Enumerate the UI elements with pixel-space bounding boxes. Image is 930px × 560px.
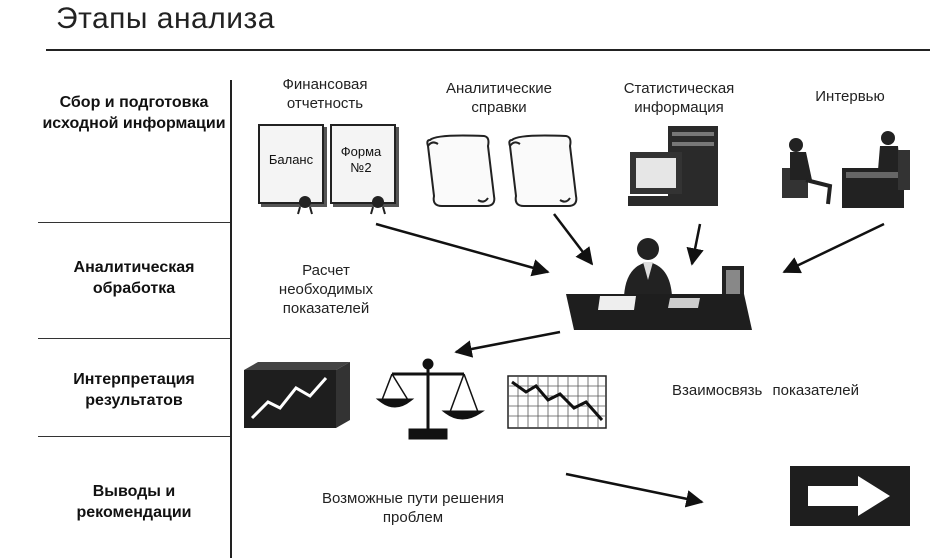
arrow-analyst-to-interpretation — [454, 330, 561, 358]
scroll-icon — [508, 134, 578, 207]
form2-document — [330, 124, 396, 204]
arrow-to-recommendations — [565, 472, 704, 508]
solution-paths-label: Возможные пути решения проблем — [321, 490, 505, 526]
stage-divider — [38, 436, 230, 437]
form2-seal-icon — [370, 196, 386, 215]
source-statistical-label: Статистическая информация — [623, 80, 735, 116]
arrow-reports-to-analyst — [553, 213, 594, 266]
diagram-title: Этапы анализа — [56, 2, 275, 35]
balance-document-label: Баланс — [268, 152, 314, 167]
arrow-box-icon — [790, 466, 910, 526]
arrow-statistics-to-analyst — [686, 223, 704, 266]
flow-arrows — [375, 213, 885, 508]
analyst-at-desk-icon — [566, 238, 752, 330]
scroll-icon — [426, 134, 496, 207]
grid-chart-icon — [507, 375, 607, 429]
stage-label-collection: Сбор и подготовка исходной информации — [42, 94, 226, 132]
computer-icon — [628, 126, 718, 206]
stage-label-conclusions: Выводы и рекомендации — [76, 483, 192, 521]
calc-indicators-label: Расчет необходимых показателей — [278, 262, 374, 317]
stage-divider — [38, 222, 230, 223]
stage-column-divider — [230, 80, 232, 558]
source-analytical-label: Аналитические справки — [446, 80, 552, 116]
balance-document — [258, 124, 324, 204]
indicator-relation-label: Взаимосвязь показателей — [672, 382, 859, 399]
form2-document-label: Форма №2 — [340, 144, 382, 176]
stage-divider — [38, 338, 230, 339]
interview-icon — [782, 131, 910, 208]
stage-label-processing: Аналитическая обработка — [73, 259, 195, 297]
title-underline — [46, 49, 930, 51]
balance-seal-icon — [297, 196, 313, 215]
source-interview-label: Интервью — [815, 88, 885, 105]
stage-label-interpretation: Интерпретация результатов — [73, 371, 195, 409]
arrow-interview-to-analyst — [782, 222, 885, 274]
rising-chart-icon — [244, 362, 350, 428]
scales-icon — [375, 358, 485, 440]
source-financial-label: Финансовая отчетность — [282, 76, 368, 112]
arrow-documents-to-analyst — [375, 222, 550, 277]
